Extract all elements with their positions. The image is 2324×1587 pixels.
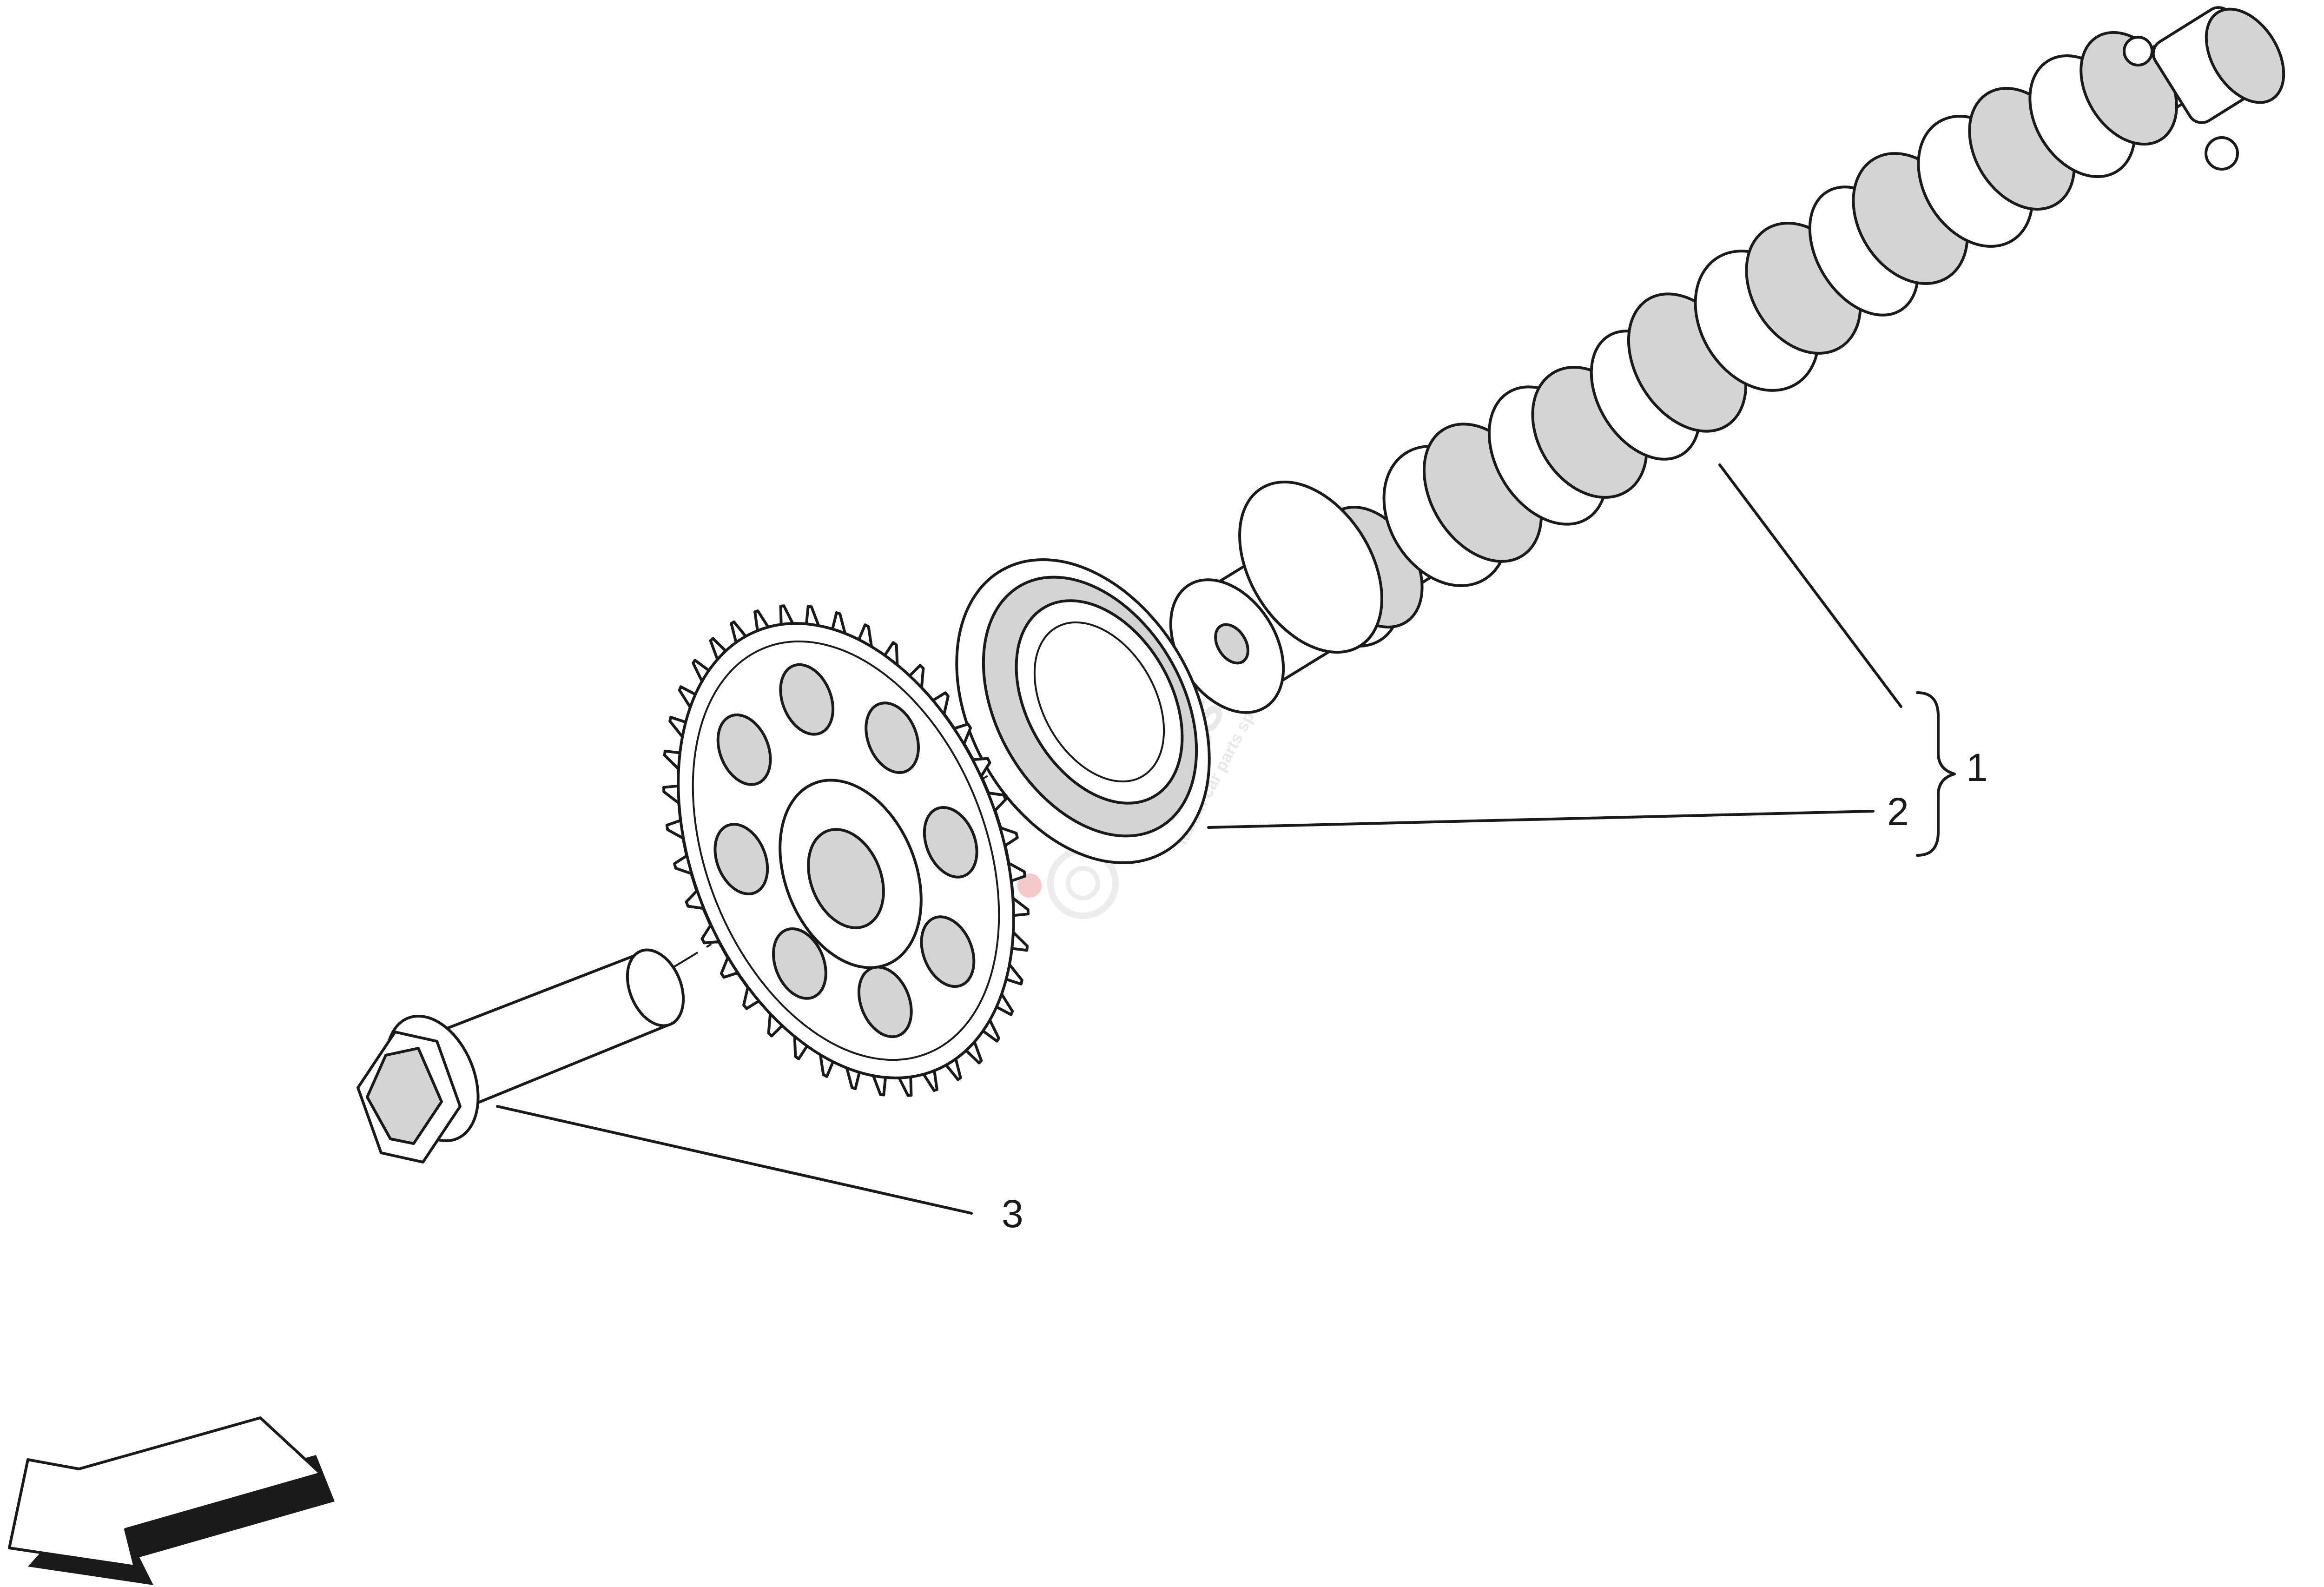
arrow-down-left-icon — [8, 1416, 335, 1585]
sprocket-hole — [779, 663, 835, 736]
bearing-ring — [955, 558, 1211, 864]
sprocket-hole — [923, 806, 978, 879]
sprocket-hole — [716, 713, 772, 786]
leader-line-1 — [1718, 463, 1902, 708]
camshaft — [1169, 6, 2285, 714]
sprocket-bolt — [357, 948, 685, 1164]
callout-1: 1 — [1966, 746, 1988, 789]
sprocket-hole — [920, 915, 976, 988]
camshaft-front-journal — [1169, 480, 1383, 714]
sprocket-hole — [713, 823, 769, 895]
callout-3: 3 — [1002, 1192, 1023, 1236]
callout-bracket — [1916, 691, 1956, 857]
callout-2: 2 — [1887, 790, 1909, 833]
sprocket-lightening-holes — [713, 663, 978, 1038]
camshaft-lobes — [1285, 31, 2178, 648]
leader-lines — [496, 463, 1956, 1215]
camshaft-sprocket — [662, 604, 1030, 1097]
sprocket-hole — [772, 927, 827, 1000]
camshaft-end-fitting — [2123, 6, 2285, 171]
sprocket-hole — [865, 701, 920, 774]
leader-line-2 — [1207, 810, 1875, 829]
leader-line-3 — [496, 1105, 973, 1215]
